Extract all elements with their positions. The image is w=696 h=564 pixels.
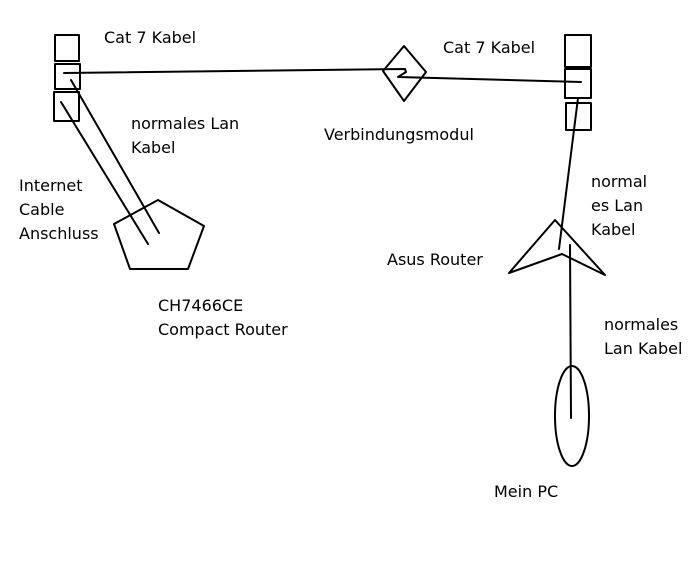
label-lan-right-top: normal es Lan Kabel: [591, 170, 647, 242]
label-internet-cable-line-3: Anschluss: [19, 224, 99, 243]
verbindungsmodul-shape: [382, 45, 427, 102]
right-socket-port-bottom: [565, 102, 592, 131]
label-lan-left-line-1: normales Lan: [131, 114, 240, 133]
mein-pc-shape: [554, 365, 590, 467]
right-socket-port-top: [564, 34, 592, 68]
label-cat7-right: Cat 7 Kabel: [443, 38, 536, 57]
left-socket-port-bottom: [53, 91, 80, 122]
label-lan-right-bottom: normales Lan Kabel: [604, 313, 682, 361]
label-ch7466ce-line-2: Compact Router: [158, 320, 288, 339]
cat7-cable-line: [63, 68, 582, 83]
ch7466ce-router-shape: [113, 199, 205, 270]
lan-cable-right-bottom: [569, 244, 572, 419]
label-lan-right-top-line-2: es Lan: [591, 196, 644, 215]
lan-cable-right-top: [558, 97, 579, 250]
label-internet-cable: Internet Cable Anschluss: [19, 174, 99, 246]
left-socket-port-top: [54, 34, 80, 62]
label-lan-right-top-line-1: normal: [591, 172, 648, 191]
label-internet-cable-line-2: Cable: [19, 200, 65, 219]
label-lan-right-bottom-line-1: normales: [604, 315, 679, 334]
label-internet-cable-line-1: Internet: [19, 176, 83, 195]
label-asus-router: Asus Router: [387, 250, 483, 269]
label-lan-right-bottom-line-2: Lan Kabel: [604, 339, 683, 358]
label-mein-pc: Mein PC: [494, 482, 559, 501]
label-verbindungsmodul: Verbindungsmodul: [324, 125, 474, 144]
label-lan-left: normales Lan Kabel: [131, 112, 239, 160]
label-lan-right-top-line-3: Kabel: [591, 220, 636, 239]
label-cat7-left: Cat 7 Kabel: [104, 28, 197, 47]
lan-cable-left-b: [60, 101, 149, 245]
label-ch7466ce: CH7466CE Compact Router: [158, 294, 288, 342]
label-lan-left-line-2: Kabel: [131, 138, 176, 157]
asus-router-shape: [508, 219, 606, 276]
left-socket-port-middle: [54, 63, 81, 90]
left-wall-socket: [53, 34, 81, 122]
right-socket-port-middle: [564, 68, 592, 99]
label-ch7466ce-line-1: CH7466CE: [158, 296, 244, 315]
